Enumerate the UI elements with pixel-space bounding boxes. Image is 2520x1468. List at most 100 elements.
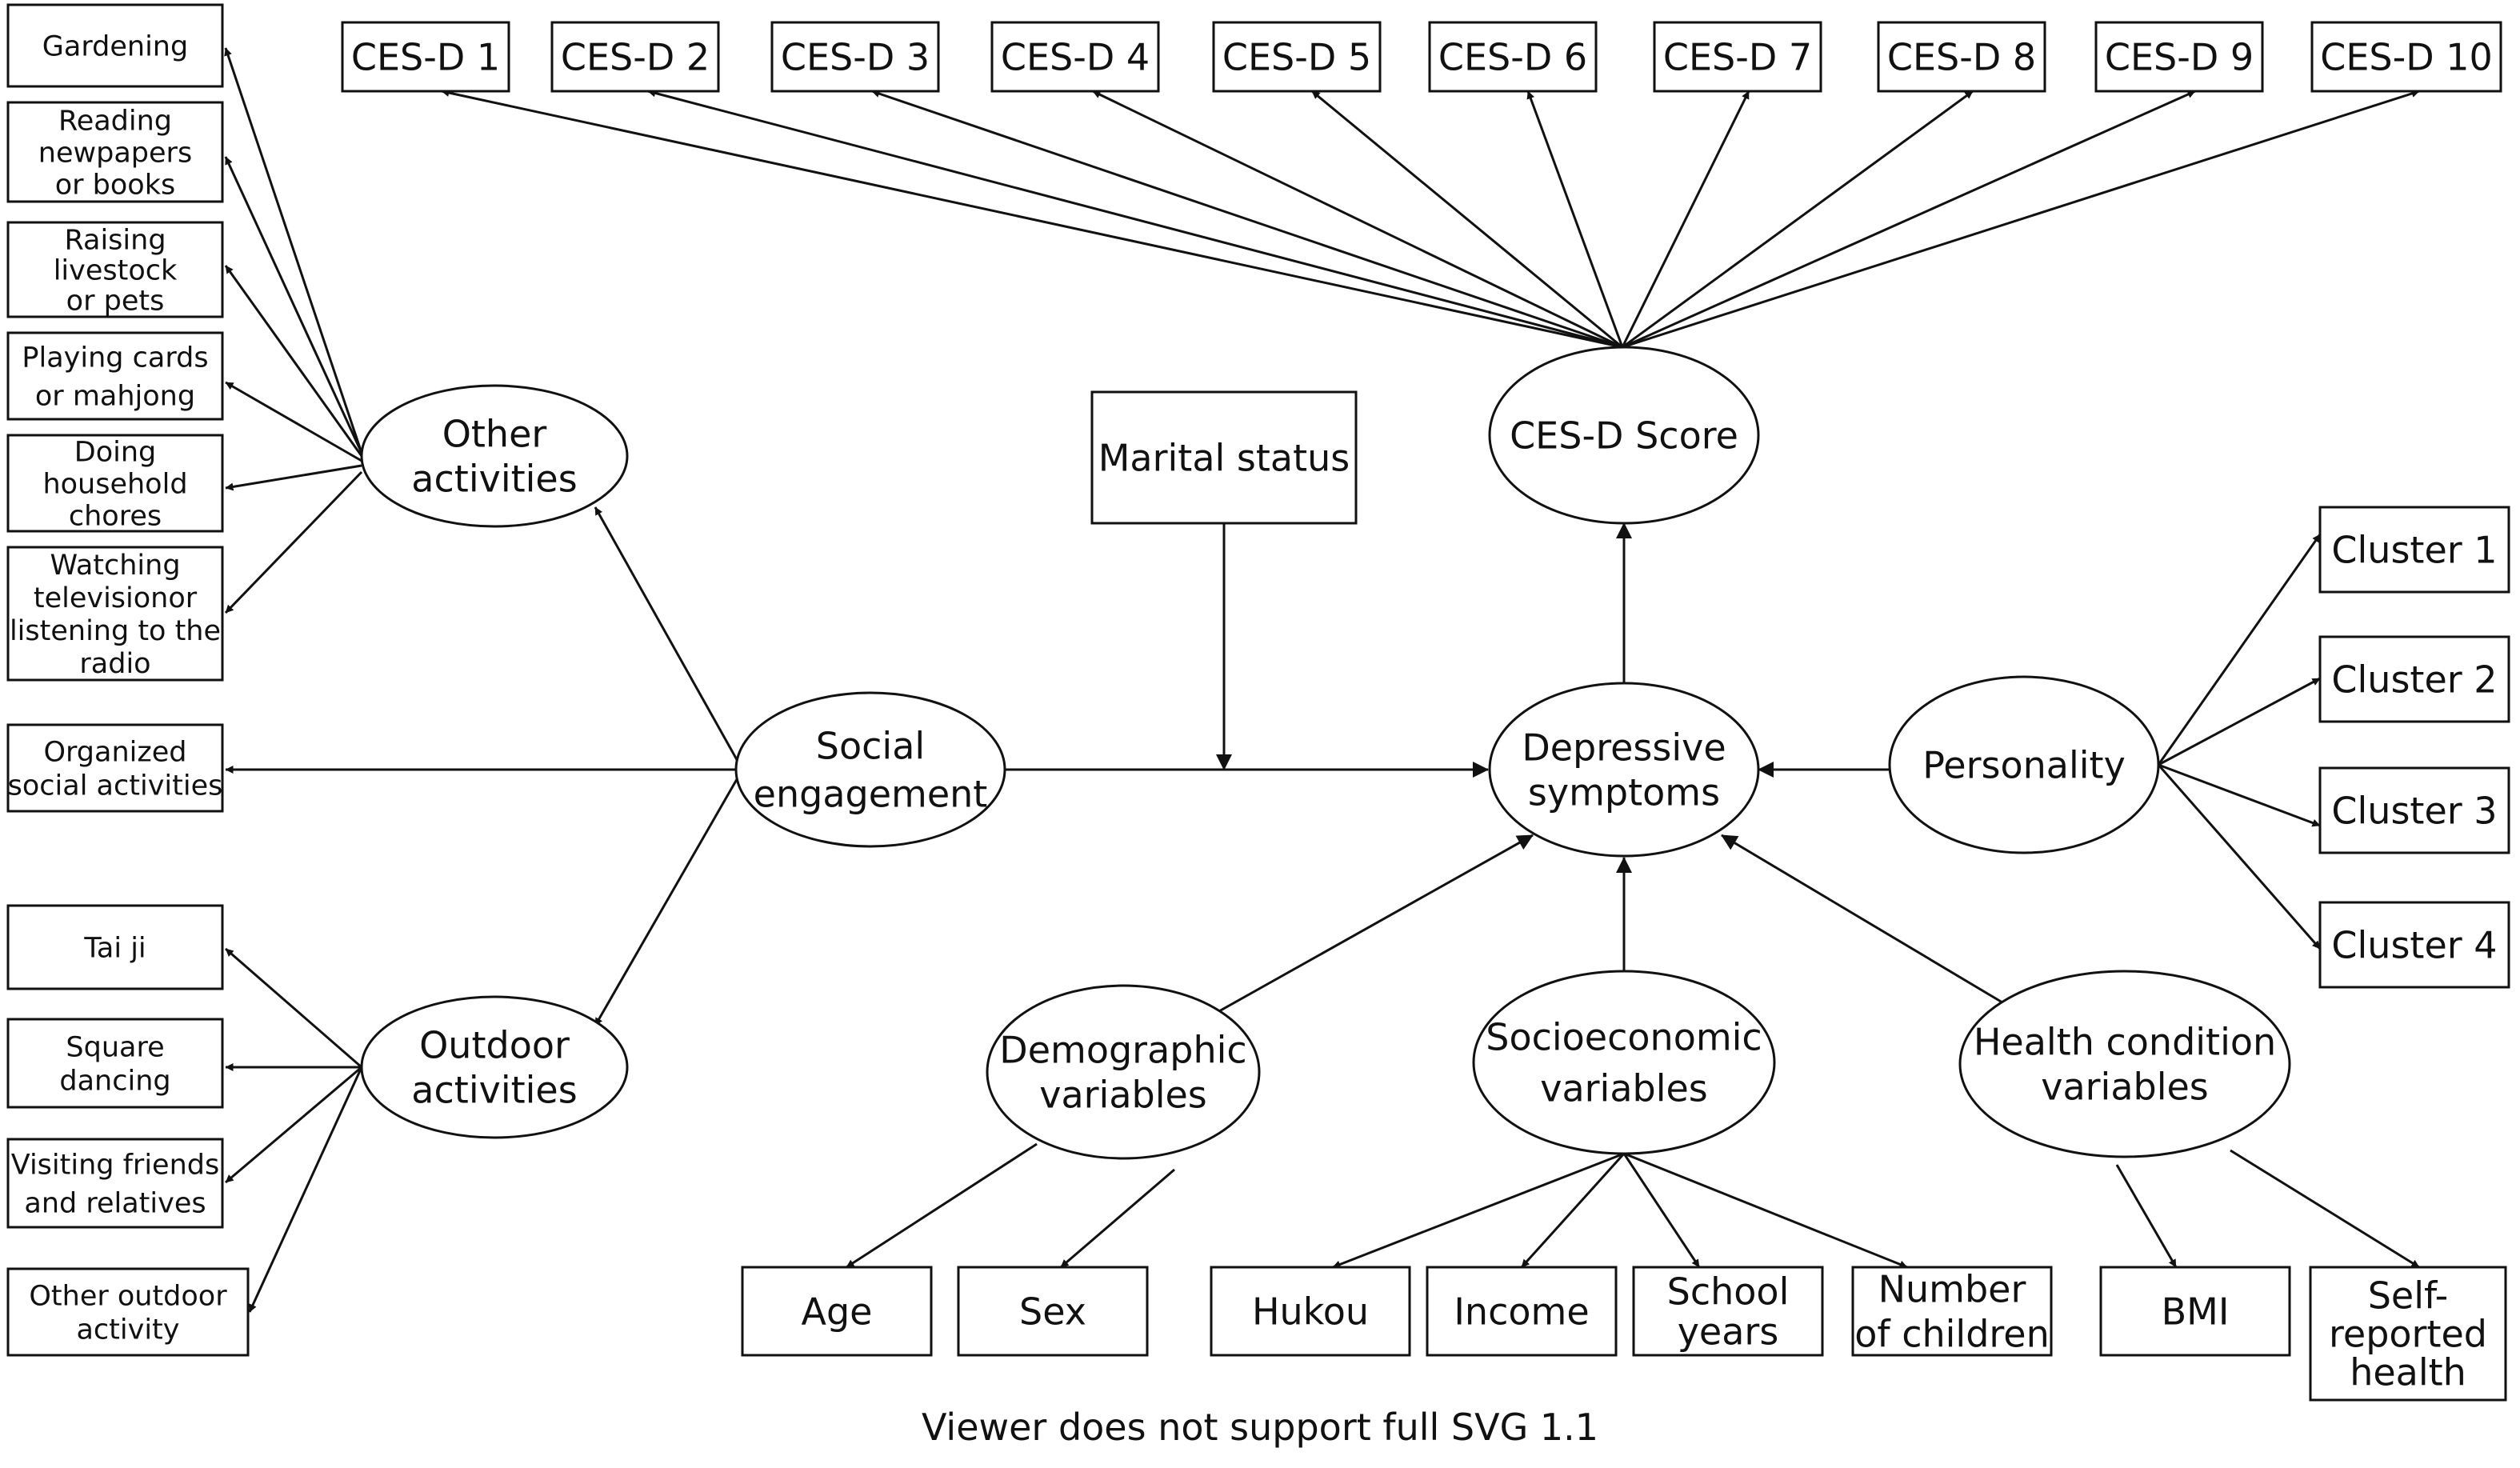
chores-label-line: chores xyxy=(69,501,162,533)
node-marital: Marital status xyxy=(1090,390,1358,525)
arrow-health-to-bmi xyxy=(2115,1164,2178,1268)
node-ces8: CES-D 8 xyxy=(1877,21,2046,93)
arrow-cesd_score-to-ces4 xyxy=(1092,90,1623,349)
tv-label-line: radio xyxy=(79,648,150,680)
arrow-other_act-to-livestock xyxy=(224,265,363,457)
arrow-other_act-to-reading xyxy=(224,156,363,454)
ces8-label: CES-D 8 xyxy=(1887,36,2036,79)
ces2-label-line: CES-D 2 xyxy=(561,36,710,79)
hukou-label: Hukou xyxy=(1252,1290,1369,1334)
age-label: Age xyxy=(802,1290,873,1334)
node-hukou: Hukou xyxy=(1210,1266,1411,1357)
ces4-label-line: CES-D 4 xyxy=(1001,36,1150,79)
node-ces6: CES-D 6 xyxy=(1428,21,1598,93)
depressive-label-line: symptoms xyxy=(1528,771,1720,814)
socioeconomic-ellipse xyxy=(1472,970,1776,1155)
age-box xyxy=(741,1266,933,1357)
cluster3-label: Cluster 3 xyxy=(2331,790,2497,833)
cluster4-box xyxy=(2318,901,2510,989)
arrow-cesd_score-to-ces2 xyxy=(647,89,1623,349)
node-personality: Personality xyxy=(1888,675,2160,854)
schoolyears-box xyxy=(1632,1266,1824,1357)
children-label-line: of children xyxy=(1854,1313,2050,1356)
ces2-label: CES-D 2 xyxy=(561,36,710,79)
ces5-label-line: CES-D 5 xyxy=(1222,36,1371,79)
ces2-box xyxy=(550,21,720,93)
other_act-label-line: Other xyxy=(442,413,547,456)
ces6-box xyxy=(1428,21,1598,93)
node-income: Income xyxy=(1426,1266,1618,1357)
sex-box xyxy=(957,1266,1149,1357)
ces9-label-line: CES-D 9 xyxy=(2105,36,2254,79)
ces8-label-line: CES-D 8 xyxy=(1887,36,2036,79)
arrow-cesd_score-to-ces5 xyxy=(1311,90,1623,349)
node-bmi: BMI xyxy=(2099,1266,2291,1357)
chores-label-line: Doing xyxy=(74,437,157,469)
arrow-outdoor_act-to-taiji xyxy=(225,947,362,1069)
cluster4-label-line: Cluster 4 xyxy=(2331,924,2497,967)
arrow-social-to-other_act xyxy=(594,506,744,770)
cluster2-label: Cluster 2 xyxy=(2331,658,2497,702)
arrow-socioeconomic-to-hukou xyxy=(1332,1152,1625,1269)
organized-label-line: social activities xyxy=(8,770,223,802)
health-label-line: variables xyxy=(2041,1066,2209,1109)
schoolyears-label-line: years xyxy=(1678,1310,1779,1354)
ces9-box xyxy=(2094,21,2264,93)
arrow-other_act-to-cards xyxy=(225,381,362,462)
ces1-box xyxy=(341,21,510,93)
taiji-box xyxy=(6,904,224,990)
node-cluster1: Cluster 1 xyxy=(2318,506,2510,594)
visiting-label-line: Visiting friends xyxy=(11,1150,219,1182)
node-ces7: CES-D 7 xyxy=(1653,21,1822,93)
cards-box xyxy=(6,331,224,421)
node-ces3: CES-D 3 xyxy=(770,21,940,93)
arrow-other_act-to-tv xyxy=(224,470,363,614)
ces3-box xyxy=(770,21,940,93)
cesd_score-label: CES-D Score xyxy=(1510,414,1738,458)
arrow-cesd_score-to-ces7 xyxy=(1621,90,1750,348)
cluster1-label-line: Cluster 1 xyxy=(2331,529,2497,572)
ces10-label: CES-D 10 xyxy=(2320,36,2493,79)
socioeconomic-label-line: Socioeconomic xyxy=(1486,1016,1762,1059)
social-label-line: Social xyxy=(816,725,925,768)
arrow-other_act-to-gardening xyxy=(224,47,363,454)
cluster2-label-line: Cluster 2 xyxy=(2331,658,2497,702)
chores-label-line: household xyxy=(42,469,187,501)
income-label: Income xyxy=(1454,1290,1589,1334)
arrow-cesd_score-to-ces1 xyxy=(441,89,1623,349)
arrow-other_act-to-chores xyxy=(225,464,362,491)
selfhealth-label-line: Self- xyxy=(2368,1274,2449,1318)
node-cesd_score: CES-D Score xyxy=(1488,346,1760,525)
arrow-socioeconomic-to-children xyxy=(1623,1152,1908,1269)
ces5-label: CES-D 5 xyxy=(1222,36,1371,79)
income-label-line: Income xyxy=(1454,1290,1589,1334)
node-cluster2: Cluster 2 xyxy=(2318,635,2510,723)
visiting-box xyxy=(6,1138,224,1229)
personality-ellipse xyxy=(1888,675,2160,854)
hukou-label-line: Hukou xyxy=(1252,1290,1369,1334)
arrow-demographic-to-sex xyxy=(1060,1168,1175,1269)
arrow-cesd_score-to-ces10 xyxy=(1622,90,2420,349)
schoolyears-label-line: School xyxy=(1667,1270,1790,1314)
livestock-label-line: livestock xyxy=(54,255,178,287)
